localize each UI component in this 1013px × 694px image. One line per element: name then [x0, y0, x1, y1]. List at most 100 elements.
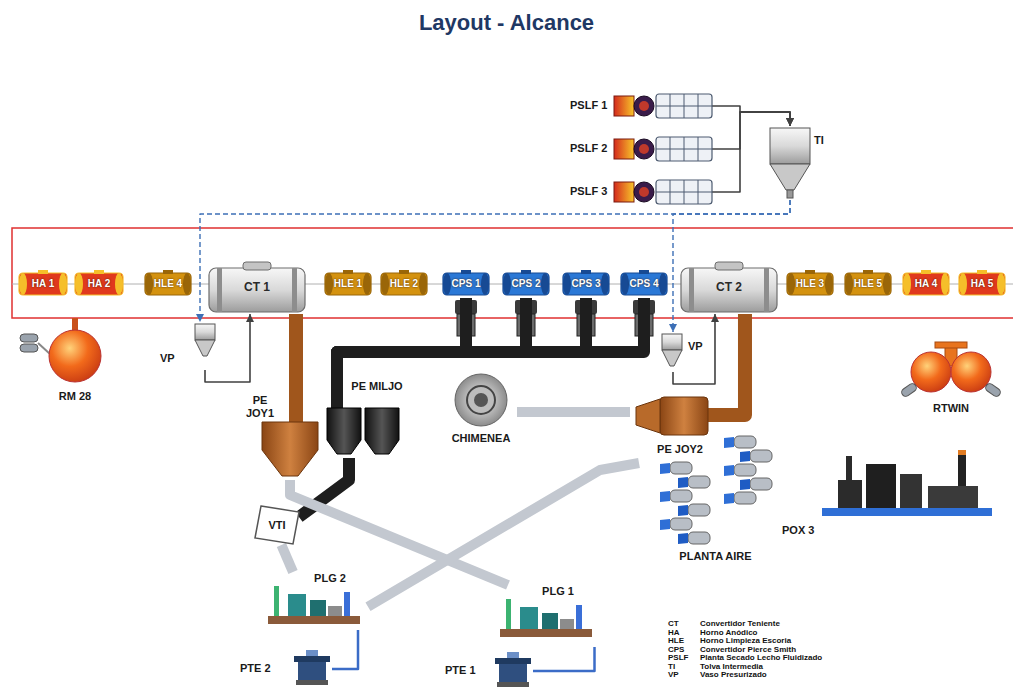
furnace-end [145, 273, 153, 295]
converter-ring [689, 268, 694, 312]
node-label: PSLF 1 [570, 99, 612, 112]
precipitator: PE MILJO [325, 378, 405, 458]
chimney-top [455, 374, 507, 426]
valve-box-outline [255, 506, 299, 544]
plant-stack [274, 586, 279, 616]
node-label: PTE 2 [240, 662, 290, 675]
gas-duct [337, 298, 586, 378]
legend-abbreviation: VP [668, 671, 679, 679]
bed-grid [656, 149, 712, 150]
furnace-body [325, 273, 371, 295]
chimney: CHIMENEA [445, 372, 517, 450]
furnace-end [787, 273, 795, 295]
precipitator-body [660, 397, 708, 435]
node-label: HLE 3 [786, 270, 834, 298]
diagram-title: Layout - Alcance [0, 10, 1013, 36]
furnace-mouth [163, 270, 173, 274]
blower-casing [688, 476, 710, 488]
node-label: PE JOY1 [238, 394, 282, 419]
duct [331, 378, 343, 410]
ladle-unit [20, 344, 38, 352]
hopper-outlet [787, 190, 793, 198]
dryer-drum [634, 96, 654, 116]
anode-furnace: HA 1 [18, 270, 68, 298]
plant-tank [542, 613, 558, 629]
furnace-end [325, 273, 333, 295]
dryer-drum [634, 139, 654, 159]
furnace-end [481, 273, 489, 295]
furnace-mouth [581, 270, 591, 274]
legend-meaning: Convertidor Teniente [700, 620, 780, 628]
converter-mouth [243, 262, 271, 270]
converter-body [681, 268, 777, 312]
rm-unit: RM 28 [18, 322, 122, 410]
legend-abbreviation: TI [668, 663, 675, 671]
furnace-end [443, 273, 451, 295]
pte-cap [495, 658, 531, 664]
legend-meaning: Horno Anódico [700, 629, 757, 637]
dryer-plant: PSLF 2 [570, 135, 712, 163]
node-label: CPS 4 [620, 270, 668, 298]
node-label: PLG 2 [308, 572, 352, 585]
filter-body [365, 408, 399, 454]
chimney-bore [474, 393, 488, 407]
furnace-end [883, 273, 891, 295]
furnace-mouth [805, 270, 815, 274]
node-label: HLE 1 [324, 270, 372, 298]
plant-building [328, 606, 342, 616]
node-label: VP [160, 352, 182, 365]
dryer-plant: PSLF 1 [570, 92, 712, 120]
furnace-mouth [639, 270, 649, 274]
plant-building [560, 619, 574, 629]
furnace-end [621, 273, 629, 295]
node-label: CPS 1 [442, 270, 490, 298]
furnace-mouth [399, 270, 409, 274]
burner [614, 96, 634, 116]
furnace-end [75, 273, 83, 295]
node-label: PLG 1 [536, 585, 580, 598]
furnace-body [903, 273, 949, 295]
furnace-end [659, 273, 667, 295]
node-label: PLANTA AIRE [658, 550, 773, 563]
pte-top [507, 652, 519, 658]
node-label: PSLF 3 [570, 185, 612, 198]
node-label: PTE 1 [445, 664, 491, 677]
legend-meaning: Vaso Presurizado [700, 671, 767, 679]
effluent-plant: PTE 2 [240, 650, 332, 688]
node-shape [662, 332, 706, 372]
gas-plant: PLG 1 [500, 585, 605, 647]
furnace-end [903, 273, 911, 295]
furnace-body [145, 273, 191, 295]
burner [614, 182, 634, 202]
dryer-bed [656, 180, 712, 204]
valve-box: VTI [255, 505, 299, 545]
furnace-body [563, 273, 609, 295]
furnace-end [601, 273, 609, 295]
dryer-bed [656, 137, 712, 161]
node-label: CPS 3 [562, 270, 610, 298]
node-label: PE JOY2 [640, 443, 720, 456]
furnace-end [825, 273, 833, 295]
pox-building [900, 474, 922, 508]
node-label: HA 1 [18, 270, 68, 298]
precipitator: PE JOY2 [630, 395, 720, 463]
furnace-end [941, 273, 949, 295]
legend-abbreviation: HA [668, 629, 680, 637]
furnace-body [19, 273, 67, 295]
node-shape [238, 392, 320, 480]
dryer-bed [656, 94, 712, 118]
furnace-body [787, 273, 833, 295]
furnace-end [363, 273, 371, 295]
pte-base [296, 680, 328, 685]
blower-casing [734, 492, 756, 504]
furnace-mouth [521, 270, 531, 274]
furnace-end [563, 273, 571, 295]
air-plant: PLANTA AIRE [650, 432, 780, 568]
node-label: HLE 4 [144, 270, 192, 298]
pte-body [298, 662, 326, 680]
intermediate-hopper: TI [770, 126, 832, 200]
precipitator-cone [636, 399, 660, 433]
plant-tank [310, 600, 326, 616]
furnace-body [959, 273, 1005, 295]
furnace-end [541, 273, 549, 295]
